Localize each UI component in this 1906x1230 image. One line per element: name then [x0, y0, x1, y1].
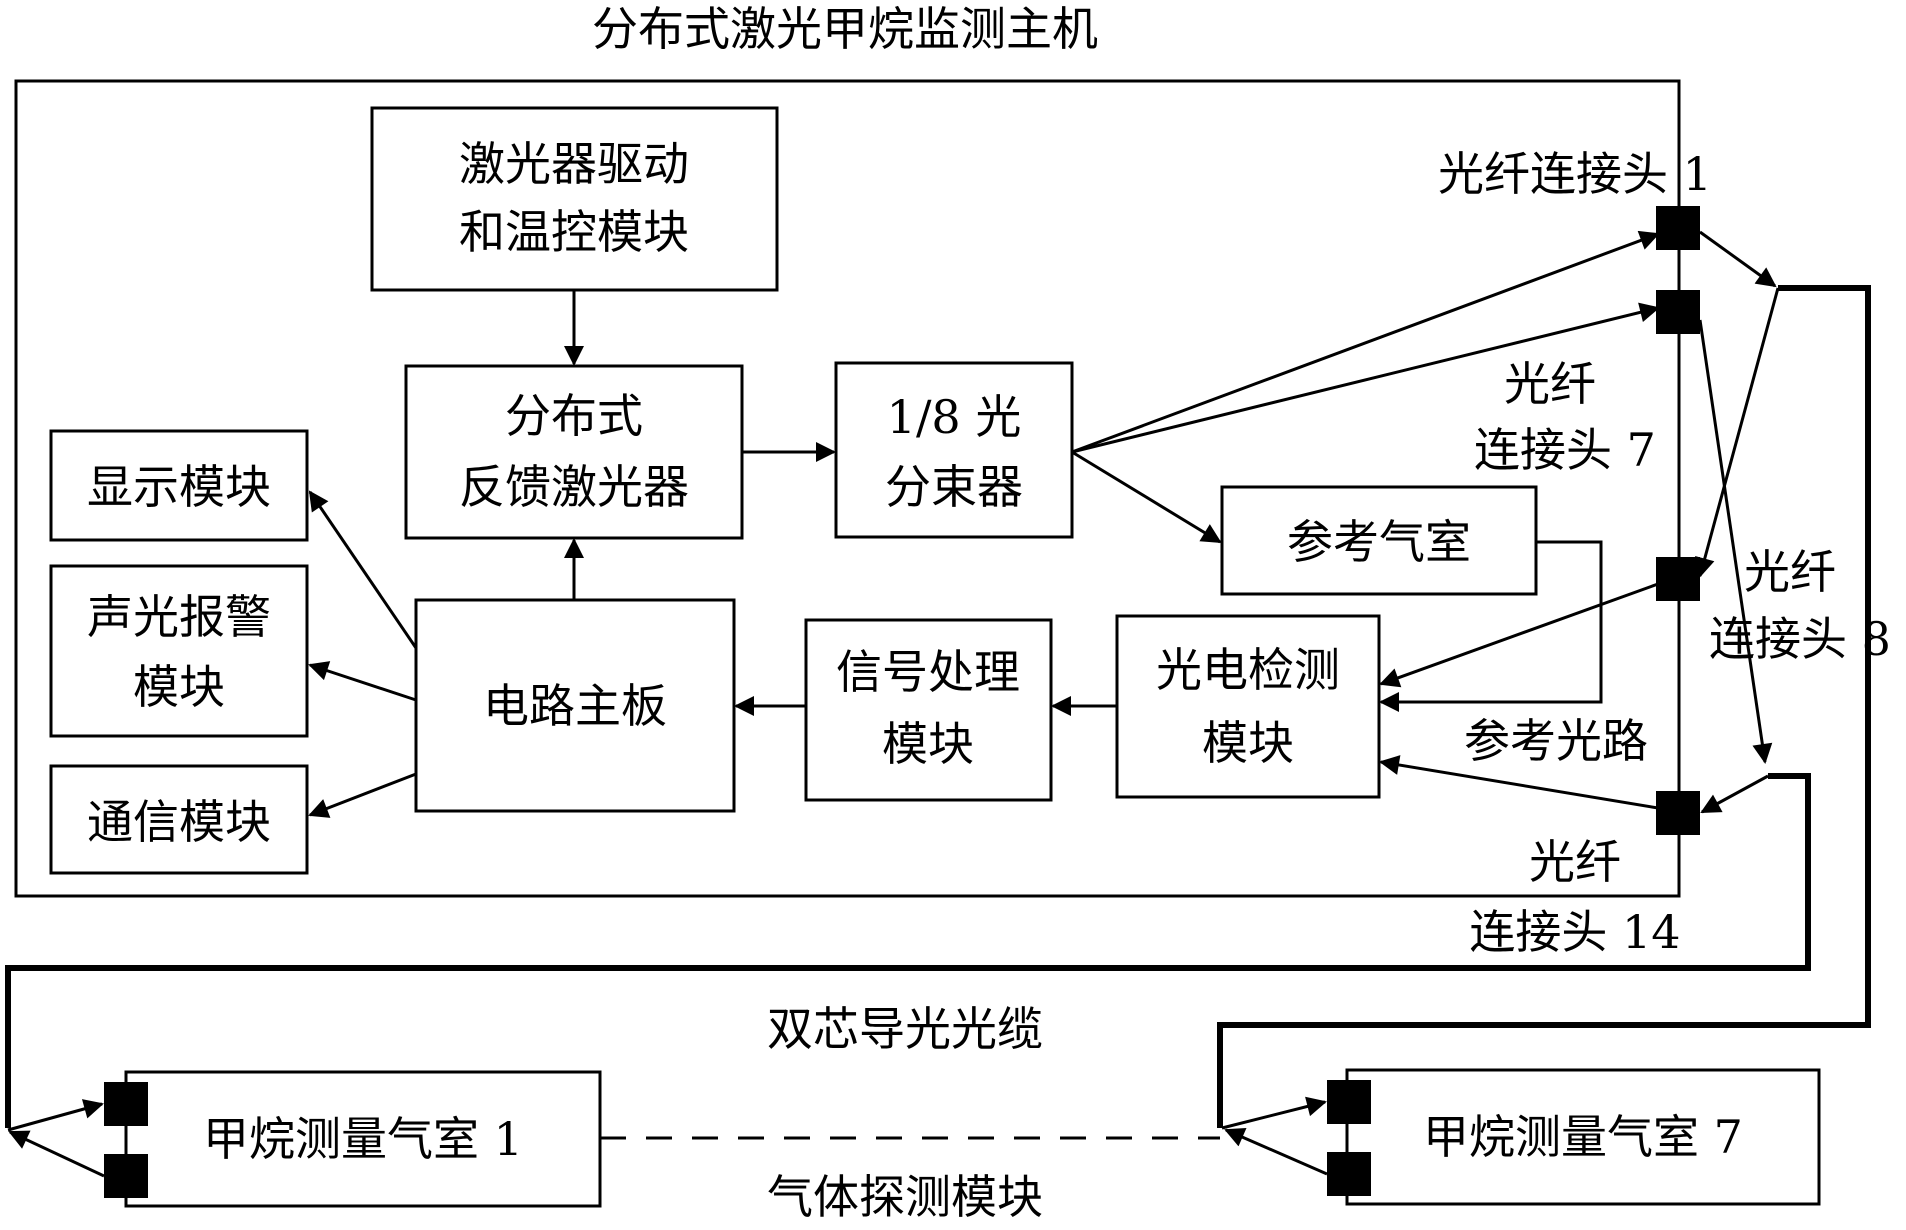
gas-detection-module-label: 气体探测模块 — [767, 1170, 1043, 1224]
svg-text:显示模块: 显示模块 — [87, 460, 271, 514]
svg-text:光电检测: 光电检测 — [1156, 643, 1340, 697]
fiber-connectors — [1656, 206, 1700, 835]
cable-label: 双芯导光光缆 — [767, 1002, 1043, 1056]
host-frame — [14, 79, 1681, 898]
connector-1-label: 光纤连接头 1 — [1438, 147, 1712, 201]
svg-text:连接头 7: 连接头 7 — [1474, 423, 1656, 477]
svg-text:甲烷测量气室 7: 甲烷测量气室 7 — [1423, 1110, 1743, 1164]
signal-processing-module: 信号处理 模块 — [804, 618, 1053, 802]
internal-signal-arrows — [308, 230, 1660, 818]
svg-text:1/8 光: 1/8 光 — [887, 390, 1022, 444]
svg-text:信号处理: 信号处理 — [836, 645, 1020, 699]
communication-module: 通信模块 — [49, 764, 309, 875]
dfb-laser: 分布式 反馈激光器 — [404, 364, 744, 540]
svg-text:甲烷测量气室 1: 甲烷测量气室 1 — [203, 1112, 523, 1166]
reference-gas-cell: 参考气室 — [1220, 485, 1538, 596]
svg-text:连接头 8: 连接头 8 — [1709, 612, 1891, 666]
optical-splitter: 1/8 光 分束器 — [834, 361, 1074, 539]
svg-text:分布式: 分布式 — [505, 389, 643, 443]
svg-text:通信模块: 通信模块 — [87, 795, 271, 849]
reference-path-label: 参考光路 — [1464, 714, 1648, 768]
external-fiber-lines — [5, 230, 1871, 1140]
svg-text:连接头 14: 连接头 14 — [1469, 905, 1680, 959]
connector-7-label: 光纤 连接头 7 — [1474, 357, 1656, 477]
svg-text:激光器驱动: 激光器驱动 — [459, 137, 689, 191]
methane-cell-1: 甲烷测量气室 1 — [7, 1070, 602, 1208]
svg-text:模块: 模块 — [882, 717, 974, 771]
fiber-connector-7 — [1656, 290, 1700, 334]
svg-text:和温控模块: 和温控模块 — [459, 205, 689, 259]
svg-text:分束器: 分束器 — [885, 460, 1023, 514]
connector-8-label: 光纤 连接头 8 — [1709, 545, 1891, 666]
svg-text:电路主板: 电路主板 — [483, 679, 667, 733]
methane-cell-7: 甲烷测量气室 7 — [1221, 1068, 1821, 1206]
fiber-connector-1 — [1656, 206, 1700, 250]
svg-text:声光报警: 声光报警 — [87, 590, 271, 644]
svg-text:参考气室: 参考气室 — [1287, 515, 1471, 569]
laser-driver-module: 激光器驱动 和温控模块 — [370, 106, 779, 292]
svg-text:光纤: 光纤 — [1504, 357, 1596, 411]
connector-14-label: 光纤 连接头 14 — [1469, 835, 1680, 959]
display-module: 显示模块 — [49, 429, 309, 542]
fiber-connector-14 — [1656, 791, 1700, 835]
svg-text:模块: 模块 — [133, 660, 225, 714]
svg-text:反馈激光器: 反馈激光器 — [459, 460, 689, 514]
photoelectric-detection-module: 光电检测 模块 — [1115, 614, 1381, 799]
alarm-module: 声光报警 模块 — [49, 564, 309, 738]
svg-text:光纤: 光纤 — [1744, 545, 1836, 599]
svg-text:光纤: 光纤 — [1529, 835, 1621, 889]
fiber-connector-8 — [1656, 557, 1700, 601]
main-circuit-board: 电路主板 — [414, 598, 736, 813]
svg-text:模块: 模块 — [1202, 716, 1294, 770]
host-title: 分布式激光甲烷监测主机 — [592, 2, 1098, 56]
